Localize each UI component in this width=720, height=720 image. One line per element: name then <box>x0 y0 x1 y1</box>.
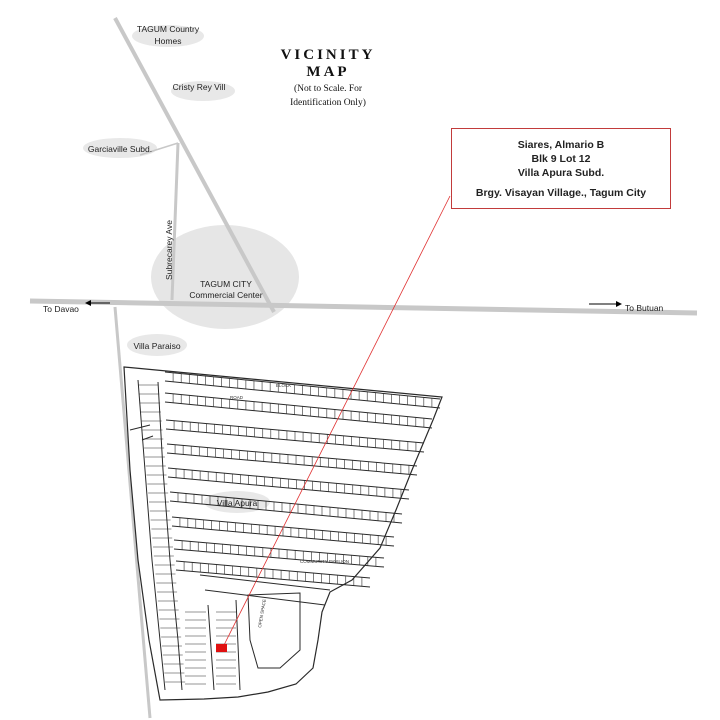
tagum-country-homes-bubble <box>132 25 204 47</box>
subdivision-name: Villa Apura Subd. <box>517 167 605 179</box>
garciaville-bubble <box>83 138 157 158</box>
villa-apura-label: Villa Apura <box>217 498 258 508</box>
subdivision-plan <box>123 366 443 701</box>
plan-lower-road <box>199 574 331 606</box>
plan-lot-ticks <box>138 372 433 685</box>
plan-road-label: ROAD <box>230 395 244 400</box>
plan-cul-de-sac <box>207 599 241 691</box>
plan-community-pavilion-label: COMMUNITY PAVILION <box>300 559 349 564</box>
plan-block-row-edge <box>169 491 403 515</box>
cristy-rey-label: Cristy Rey Vill <box>173 82 226 92</box>
tagum-country-homes-label-2: Homes <box>155 36 182 46</box>
lot-info-box: Siares, Almario B Blk 9 Lot 12 Villa Apu… <box>451 128 671 209</box>
plan-road-labels: BLOCK ROAD COMMUNITY PAVILION OPEN SPACE <box>230 383 349 628</box>
south-road <box>113 306 152 719</box>
owner-name: Siares, Almario B <box>517 139 605 151</box>
garciaville-label: Garciaville Subd. <box>88 144 152 154</box>
plan-block-row-edge <box>169 500 403 524</box>
tagum-country-homes-label: TAGUM Country <box>137 24 200 34</box>
plan-block-row-edge <box>166 452 418 476</box>
scale-note-line2: Identification Only) <box>290 98 366 108</box>
subrecarey-ave-label: Subrecarey Ave <box>164 220 174 280</box>
plan-access-road <box>129 424 154 441</box>
plan-block-row-edge <box>166 443 418 467</box>
to-davao-label: To Davao <box>43 304 79 314</box>
national-highway <box>29 298 698 316</box>
lot-marker <box>216 644 227 652</box>
to-butuan-label: To Butuan <box>625 303 664 313</box>
plan-block-row-edge <box>164 401 433 429</box>
leader-line <box>222 195 451 648</box>
plan-inner-street-2 <box>157 381 183 691</box>
to-butuan-arrow-icon <box>589 301 622 307</box>
scale-note-line1: (Not to Scale. For <box>293 84 363 94</box>
villa-paraiso-label: Villa Paraiso <box>133 341 180 351</box>
garciaville-connector <box>139 142 179 156</box>
villa-paraiso-bubble <box>127 334 187 356</box>
plan-open-space <box>247 592 301 669</box>
map-title: VICINITY MAP (Not to Scale. For Identifi… <box>262 47 394 109</box>
diagonal-road <box>113 17 276 313</box>
plan-block-label: BLOCK <box>276 383 291 388</box>
commercial-center-label-2: Commercial Center <box>189 290 262 300</box>
map-title-line2: MAP <box>306 64 350 80</box>
block-lot: Blk 9 Lot 12 <box>531 153 591 165</box>
commercial-center-label: TAGUM CITY <box>200 279 252 289</box>
map-title-line1: VICINITY <box>280 47 376 63</box>
plan-open-space-label: OPEN SPACE <box>257 599 267 628</box>
to-davao-arrow-icon <box>85 300 110 306</box>
subrecarey-ave-road <box>170 142 180 301</box>
plan-block-rows <box>164 371 441 588</box>
plan-outline <box>123 366 443 701</box>
cristy-rey-bubble <box>171 81 235 101</box>
plan-block-row-edge <box>164 392 433 420</box>
barangay-address: Brgy. Visayan Village., Tagum City <box>475 187 647 199</box>
